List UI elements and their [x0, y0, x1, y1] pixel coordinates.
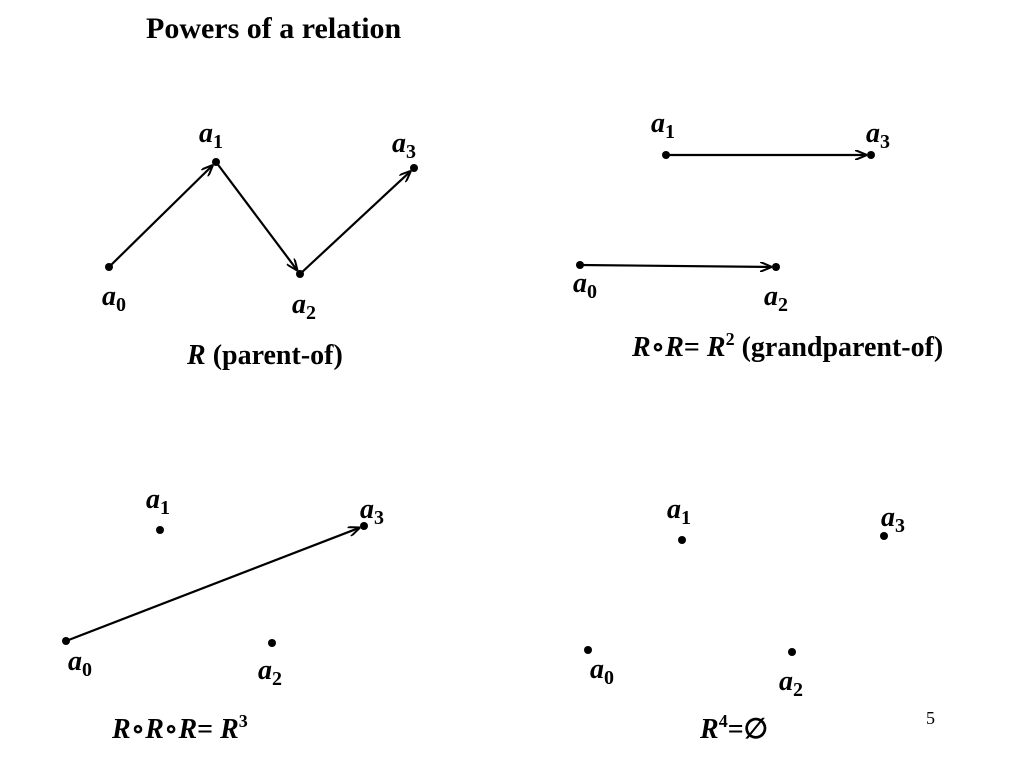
caption-part: R	[665, 332, 684, 363]
node-a3-label: a3	[392, 128, 416, 163]
node-a3-dot	[867, 151, 875, 159]
caption-r-cubed: R∘R∘R= R3	[112, 712, 248, 746]
node-a2-label: a2	[764, 281, 788, 316]
page-number: 5	[926, 708, 935, 728]
caption-part: R	[187, 340, 206, 371]
caption-part: =	[197, 714, 221, 745]
caption-r-fourth: R4=∅	[700, 712, 768, 746]
relation-panel-r4: a0 a1 a2 a3	[584, 494, 905, 701]
edge-a0-to-a1	[108, 166, 212, 268]
caption-part: ∘	[650, 332, 666, 363]
node-a1-label: a1	[651, 108, 675, 143]
node-a3-label: a3	[360, 494, 384, 529]
node-a1-label: a1	[199, 118, 223, 153]
node-a2-label: a2	[292, 289, 316, 324]
node-a3-dot	[410, 164, 418, 172]
node-a0-label: a0	[68, 646, 92, 681]
caption-part: R	[706, 332, 726, 363]
node-a2-label: a2	[258, 655, 282, 690]
caption-part: R	[112, 714, 131, 745]
node-a1-dot	[156, 526, 164, 534]
caption-part: R	[178, 714, 198, 745]
edge-a0-to-a2	[579, 265, 771, 267]
node-a3-label: a3	[866, 118, 890, 153]
node-a0-dot	[62, 637, 70, 645]
node-a0-label: a0	[590, 654, 614, 689]
node-a3-dot	[360, 522, 368, 530]
node-a1-dot	[662, 151, 670, 159]
caption-r: R (parent-of)	[187, 340, 343, 372]
node-a0-dot	[105, 263, 113, 271]
relation-panel-r3: a0 a1 a2 a3	[62, 484, 384, 690]
caption-part: =∅	[727, 714, 769, 745]
node-a2-dot	[772, 263, 780, 271]
caption-part: R	[632, 332, 651, 363]
node-a2-dot	[268, 639, 276, 647]
node-a1-label: a1	[146, 484, 170, 519]
caption-r-squared: R∘R= R2 (grandparent-of)	[632, 330, 943, 364]
edge-a1-to-a2	[215, 161, 297, 270]
caption-part: R	[220, 714, 239, 745]
node-a0-label: a0	[102, 281, 126, 316]
node-a1-dot	[212, 158, 220, 166]
node-a0-dot	[584, 646, 592, 654]
node-a2-label: a2	[779, 666, 803, 701]
node-a0-dot	[576, 261, 584, 269]
edge-a2-to-a3	[299, 171, 410, 275]
node-a3-dot	[880, 532, 888, 540]
caption-part: 2	[725, 329, 735, 349]
relation-panel-r1: a0 a1 a2 a3	[102, 118, 418, 324]
relation-panel-r2: a0 a1 a2 a3	[573, 108, 890, 316]
caption-part: (parent-of)	[205, 340, 343, 371]
node-a0-label: a0	[573, 268, 597, 303]
caption-part: R	[700, 714, 719, 745]
caption-part: =	[683, 332, 707, 363]
node-a1-label: a1	[667, 494, 691, 529]
caption-part: (grandparent-of)	[734, 332, 944, 363]
node-a2-dot	[788, 648, 796, 656]
edge-a0-to-a3	[65, 528, 359, 643]
caption-part: ∘	[163, 714, 179, 745]
node-a1-dot	[678, 536, 686, 544]
slide-title: Powers of a relation	[146, 12, 402, 45]
caption-part: ∘	[130, 714, 146, 745]
node-a2-dot	[296, 270, 304, 278]
caption-part: R	[145, 714, 164, 745]
caption-part: 3	[238, 711, 248, 731]
caption-part: 4	[718, 711, 728, 731]
node-a3-label: a3	[881, 502, 905, 537]
